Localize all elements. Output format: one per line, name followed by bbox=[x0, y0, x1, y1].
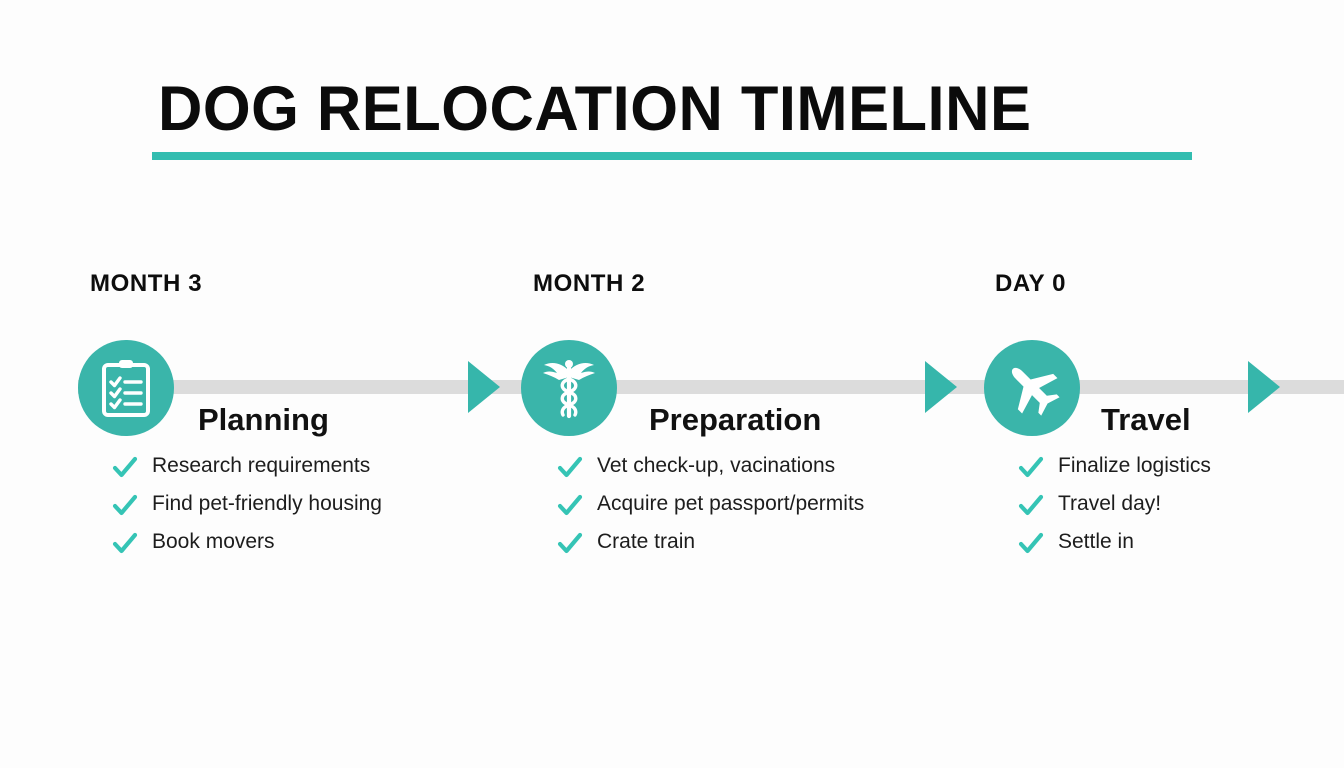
check-icon bbox=[1018, 494, 1044, 516]
list-item: Book movers bbox=[112, 526, 382, 564]
airplane-icon bbox=[1001, 357, 1063, 419]
milestone-icon-badge bbox=[78, 340, 174, 436]
milestone-checklist: Vet check-up, vacinations Acquire pet pa… bbox=[557, 450, 864, 564]
check-icon bbox=[1018, 532, 1044, 554]
page-title: DOG RELOCATION TIMELINE bbox=[158, 74, 1032, 144]
list-item-label: Finalize logistics bbox=[1058, 454, 1211, 477]
list-item: Find pet-friendly housing bbox=[112, 488, 382, 526]
milestone-label: DAY 0 bbox=[995, 270, 1067, 297]
milestone-icon-badge bbox=[521, 340, 617, 436]
check-icon bbox=[557, 532, 583, 554]
list-item-label: Travel day! bbox=[1058, 492, 1162, 515]
list-item: Travel day! bbox=[1018, 488, 1211, 526]
check-icon bbox=[112, 494, 138, 516]
timeline-track bbox=[78, 380, 1344, 394]
clipboard-checklist-icon bbox=[99, 359, 153, 417]
timeline-arrow-icon-2 bbox=[925, 361, 957, 413]
check-icon bbox=[557, 456, 583, 478]
list-item-label: Book movers bbox=[152, 530, 275, 553]
list-item-label: Acquire pet passport/permits bbox=[597, 492, 865, 515]
title-block: DOG RELOCATION TIMELINE bbox=[152, 72, 1196, 168]
list-item: Finalize logistics bbox=[1018, 450, 1211, 488]
milestone-heading: Preparation bbox=[649, 402, 822, 437]
list-item: Settle in bbox=[1018, 526, 1211, 564]
milestone-checklist: Finalize logistics Travel day! Settle in bbox=[1018, 450, 1211, 564]
check-icon bbox=[112, 532, 138, 554]
timeline-arrow-icon-3 bbox=[1248, 361, 1280, 413]
list-item: Vet check-up, vacinations bbox=[557, 450, 864, 488]
list-item: Research requirements bbox=[112, 450, 382, 488]
check-icon bbox=[557, 494, 583, 516]
milestone-label: MONTH 3 bbox=[90, 270, 203, 297]
milestone-icon-badge bbox=[984, 340, 1080, 436]
list-item-label: Settle in bbox=[1058, 530, 1134, 553]
caduceus-medical-icon bbox=[540, 357, 598, 419]
timeline-arrow-icon-1 bbox=[468, 361, 500, 413]
check-icon bbox=[1018, 456, 1044, 478]
milestone-label: MONTH 2 bbox=[533, 270, 646, 297]
milestone-checklist: Research requirements Find pet-friendly … bbox=[112, 450, 382, 564]
list-item-label: Vet check-up, vacinations bbox=[597, 454, 836, 477]
list-item-label: Crate train bbox=[597, 530, 696, 553]
list-item-label: Find pet-friendly housing bbox=[152, 492, 382, 515]
milestone-heading: Planning bbox=[198, 402, 329, 437]
check-icon bbox=[112, 456, 138, 478]
title-underline-rule bbox=[152, 152, 1192, 160]
list-item: Acquire pet passport/permits bbox=[557, 488, 864, 526]
milestone-heading: Travel bbox=[1101, 402, 1191, 437]
list-item: Crate train bbox=[557, 526, 864, 564]
list-item-label: Research requirements bbox=[152, 454, 371, 477]
